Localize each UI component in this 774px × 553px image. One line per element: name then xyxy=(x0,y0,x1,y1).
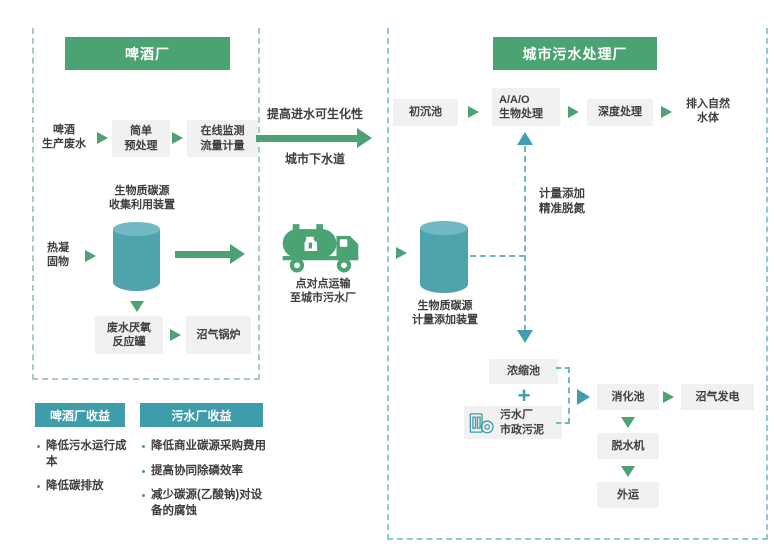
arrow-up-teal-icon xyxy=(517,132,533,145)
primary-sedimentation-box: 初沉池 xyxy=(393,99,458,126)
benefit-item: 提高协同除磷效率 xyxy=(140,464,266,480)
plus-icon: + xyxy=(517,383,531,408)
arrow-down-icon xyxy=(621,466,635,477)
arrow-down-teal-icon xyxy=(517,330,533,343)
benefit-item: 降低碳排放 xyxy=(35,479,135,495)
collection-device-cylinder xyxy=(113,222,160,291)
sludge-plant-icon xyxy=(469,411,495,435)
arrow-right-icon xyxy=(661,106,672,118)
municipal-sludge-box: 污水厂 市政污泥 xyxy=(464,406,562,439)
truck-label: 点对点运输 至城市污水厂 xyxy=(290,278,356,305)
merge-dash-bracket xyxy=(556,367,570,424)
pretreatment-box: 简单 预处理 xyxy=(112,120,170,157)
tanker-truck-icon xyxy=(281,222,365,275)
arrow-right-icon xyxy=(468,106,479,118)
to-truck-arrow-icon xyxy=(175,251,231,258)
digester-box: 消化池 xyxy=(597,384,659,410)
arrow-right-icon xyxy=(568,106,579,118)
brewery-benefits-list: 降低污水运行成本 降低碳排放 xyxy=(35,439,135,504)
dosing-device-cylinder xyxy=(420,221,468,293)
arrow-right-icon xyxy=(97,132,108,144)
wwtp-section-border xyxy=(387,28,768,540)
biodegradability-label: 提高进水可生化性 xyxy=(266,107,363,121)
collection-device-label: 生物质碳源 收集利用装置 xyxy=(109,185,175,212)
arrow-right-icon xyxy=(170,329,181,341)
city-sewer-label: 城市下水道 xyxy=(284,152,345,166)
arrow-right-icon xyxy=(396,247,407,259)
sewer-arrow-head-icon xyxy=(357,128,372,148)
arrow-down-icon xyxy=(621,417,635,428)
to-truck-arrow-head-icon xyxy=(230,244,245,264)
brewery-benefits-title: 啤酒厂收益 xyxy=(35,403,125,427)
biogas-boiler-box: 沼气锅炉 xyxy=(186,316,251,354)
anaerobic-reactor-box: 废水厌氧 反应罐 xyxy=(95,316,163,354)
discharge-label: 排入自然 水体 xyxy=(686,98,730,125)
dosing-device-label: 生物质碳源 计量添加装置 xyxy=(412,300,478,327)
arrow-down-icon xyxy=(130,301,144,312)
aao-box: A/A/O 生物处理 xyxy=(492,88,560,126)
dosing-dash-line xyxy=(470,255,525,257)
outbound-box: 外运 xyxy=(597,482,659,508)
arrow-right-icon xyxy=(172,132,183,144)
brewery-section-border xyxy=(32,28,260,380)
dewatering-box: 脱水机 xyxy=(597,433,659,459)
benefit-item: 降低商业碳源采购费用 xyxy=(140,439,266,455)
wwtp-benefits-title: 污水厂收益 xyxy=(140,403,263,427)
solids-label: 热凝 固物 xyxy=(47,242,69,269)
advanced-treatment-box: 深度处理 xyxy=(587,99,653,126)
benefit-item: 减少碳源(乙酸钠)对设备的腐蚀 xyxy=(140,488,266,519)
thickener-box: 浓缩池 xyxy=(489,359,558,384)
brewery-title: 啤酒厂 xyxy=(65,37,230,70)
wwtp-title: 城市污水处理厂 xyxy=(493,37,657,70)
dosing-dash-line xyxy=(524,146,526,331)
wwtp-benefits-list: 降低商业碳源采购费用 提高协同除磷效率 减少碳源(乙酸钠)对设备的腐蚀 xyxy=(140,439,266,528)
arrow-right-teal-icon xyxy=(577,389,590,405)
biogas-power-box: 沼气发电 xyxy=(681,384,754,410)
arrow-right-icon xyxy=(663,391,674,403)
wastewater-source-label: 啤酒 生产废水 xyxy=(42,124,86,151)
benefit-item: 降低污水运行成本 xyxy=(35,439,135,470)
sewer-arrow-icon xyxy=(256,135,358,142)
monitoring-box: 在线监测 流量计量 xyxy=(187,120,258,157)
arrow-right-icon xyxy=(85,250,96,262)
dosing-note-label: 计量添加 精准脱氮 xyxy=(539,188,585,215)
